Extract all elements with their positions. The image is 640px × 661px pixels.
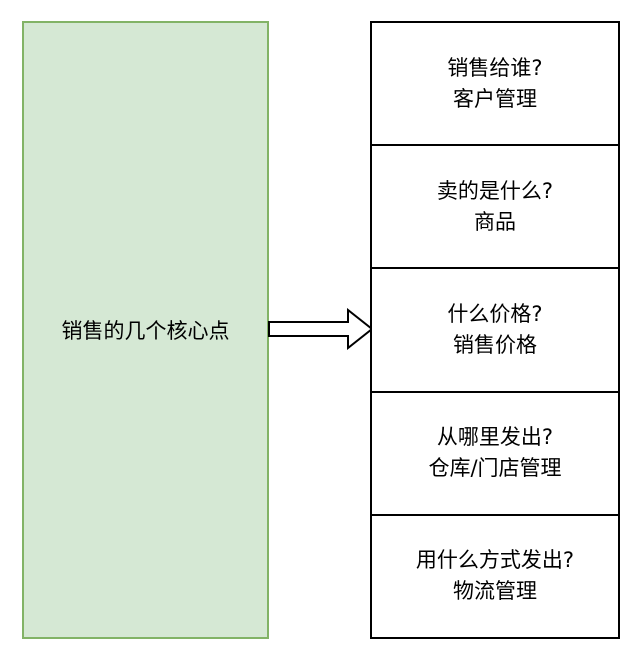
item-question: 卖的是什么? [436, 178, 554, 203]
item-question: 什么价格? [447, 302, 543, 326]
item-answer: 销售价格 [453, 333, 537, 357]
list-item-customer: 销售给谁? 客户管理 [372, 23, 618, 144]
list-item-logistics: 用什么方式发出? 物流管理 [372, 513, 618, 637]
item-answer: 仓库/门店管理 [428, 456, 562, 481]
list-item-product: 卖的是什么? 商品 [372, 144, 618, 267]
list-item-price: 什么价格? 销售价格 [372, 267, 618, 390]
item-answer: 商品 [474, 209, 516, 234]
list-item-warehouse: 从哪里发出? 仓库/门店管理 [372, 390, 618, 514]
sales-aspects-list: 销售给谁? 客户管理 卖的是什么? 商品 什么价格? 销售价格 从哪里发出? 仓… [370, 21, 620, 639]
core-points-label: 销售的几个核心点 [61, 319, 230, 343]
item-question: 销售给谁? [447, 55, 543, 80]
core-points-box: 销售的几个核心点 [22, 21, 269, 639]
item-answer: 客户管理 [453, 86, 537, 111]
item-question: 从哪里发出? [436, 425, 554, 450]
right-arrow-icon [268, 308, 374, 350]
item-question: 用什么方式发出? [415, 548, 575, 573]
item-answer: 物流管理 [453, 579, 537, 604]
